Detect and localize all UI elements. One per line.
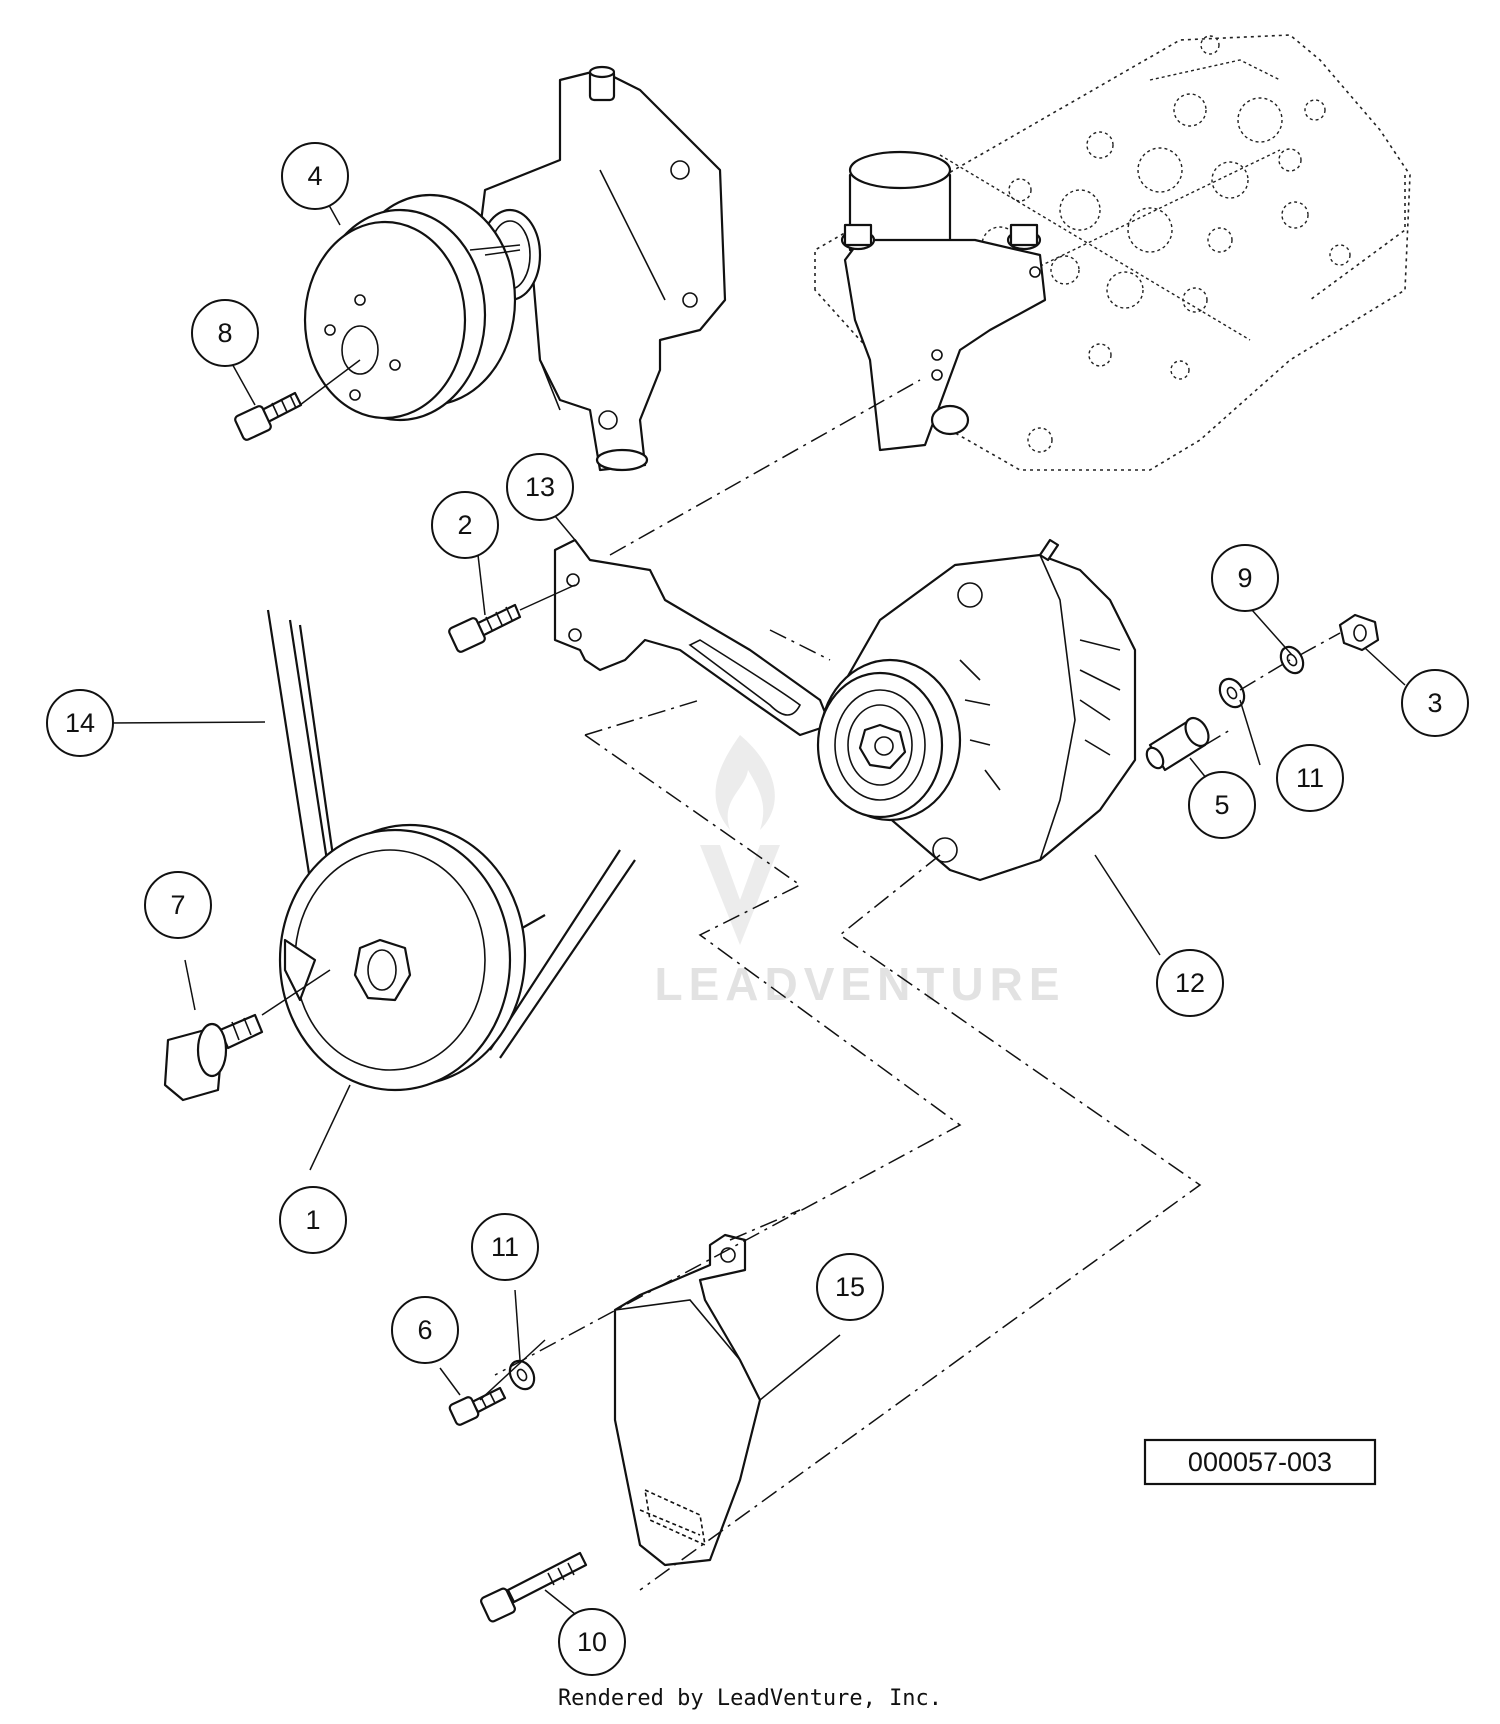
- svg-text:15: 15: [835, 1272, 865, 1302]
- guard-long-bolt: [480, 1551, 588, 1623]
- crankshaft-bolt: [163, 1013, 264, 1102]
- callout-9: 9: [1211, 544, 1279, 612]
- callout-7: 7: [144, 871, 212, 939]
- watermark: LEADVENTURE: [654, 735, 1065, 1010]
- leader-lines: [109, 197, 1406, 1631]
- callout-12: 12: [1156, 949, 1224, 1017]
- hex-nut: [1338, 613, 1380, 652]
- assembly-lines: [494, 379, 1341, 1591]
- callout-11: 11: [1276, 744, 1344, 812]
- reference-number-box: 000057-003: [1143, 1438, 1377, 1486]
- alternator-bracket: [553, 538, 832, 737]
- svg-text:14: 14: [65, 708, 95, 738]
- callout-1: 1: [279, 1186, 347, 1254]
- svg-text:5: 5: [1214, 790, 1229, 820]
- callout-2: 2: [431, 491, 499, 559]
- reference-number: 000057-003: [1188, 1447, 1332, 1477]
- belt-guard: [613, 1233, 762, 1567]
- alternator-spacer: [1145, 716, 1210, 772]
- footer-credit: Rendered by LeadVenture, Inc.: [557, 1686, 943, 1711]
- guard-bolt: [448, 1386, 507, 1426]
- svg-text:8: 8: [217, 318, 232, 348]
- crankshaft-pulley: [278, 823, 527, 1092]
- bracket-bolt: [448, 603, 522, 653]
- svg-text:2: 2: [457, 510, 472, 540]
- svg-text:11: 11: [491, 1232, 519, 1262]
- lock-washer: [1279, 645, 1305, 675]
- svg-text:12: 12: [1175, 968, 1205, 998]
- alternator: [816, 538, 1137, 882]
- callout-11-lower: 11: [471, 1213, 539, 1281]
- callout-5: 5: [1188, 771, 1256, 839]
- callout-13: 13: [506, 453, 574, 521]
- drive-belt: [266, 609, 636, 1059]
- svg-text:11: 11: [1296, 763, 1324, 793]
- water-pump-pulley: [303, 193, 517, 422]
- svg-text:1: 1: [305, 1205, 320, 1235]
- watermark-text: LEADVENTURE: [654, 958, 1065, 1010]
- thermostat-housing: [840, 150, 1047, 452]
- svg-text:3: 3: [1427, 688, 1442, 718]
- callout-4: 4: [281, 142, 349, 210]
- guard-washer: [508, 1359, 536, 1391]
- svg-text:7: 7: [170, 890, 185, 920]
- callout-8: 8: [191, 299, 259, 367]
- callout-10: 10: [558, 1608, 626, 1676]
- callout-6: 6: [391, 1296, 459, 1364]
- svg-text:9: 9: [1237, 563, 1252, 593]
- pulley-bolt: [234, 391, 303, 441]
- svg-text:13: 13: [525, 472, 555, 502]
- svg-text:10: 10: [577, 1627, 607, 1657]
- flat-washer: [1218, 677, 1246, 709]
- svg-text:4: 4: [307, 161, 322, 191]
- callout-14: 14: [46, 689, 114, 757]
- svg-text:6: 6: [417, 1315, 432, 1345]
- callout-15: 15: [816, 1253, 884, 1321]
- callout-3: 3: [1401, 669, 1469, 737]
- water-pump: [478, 65, 727, 472]
